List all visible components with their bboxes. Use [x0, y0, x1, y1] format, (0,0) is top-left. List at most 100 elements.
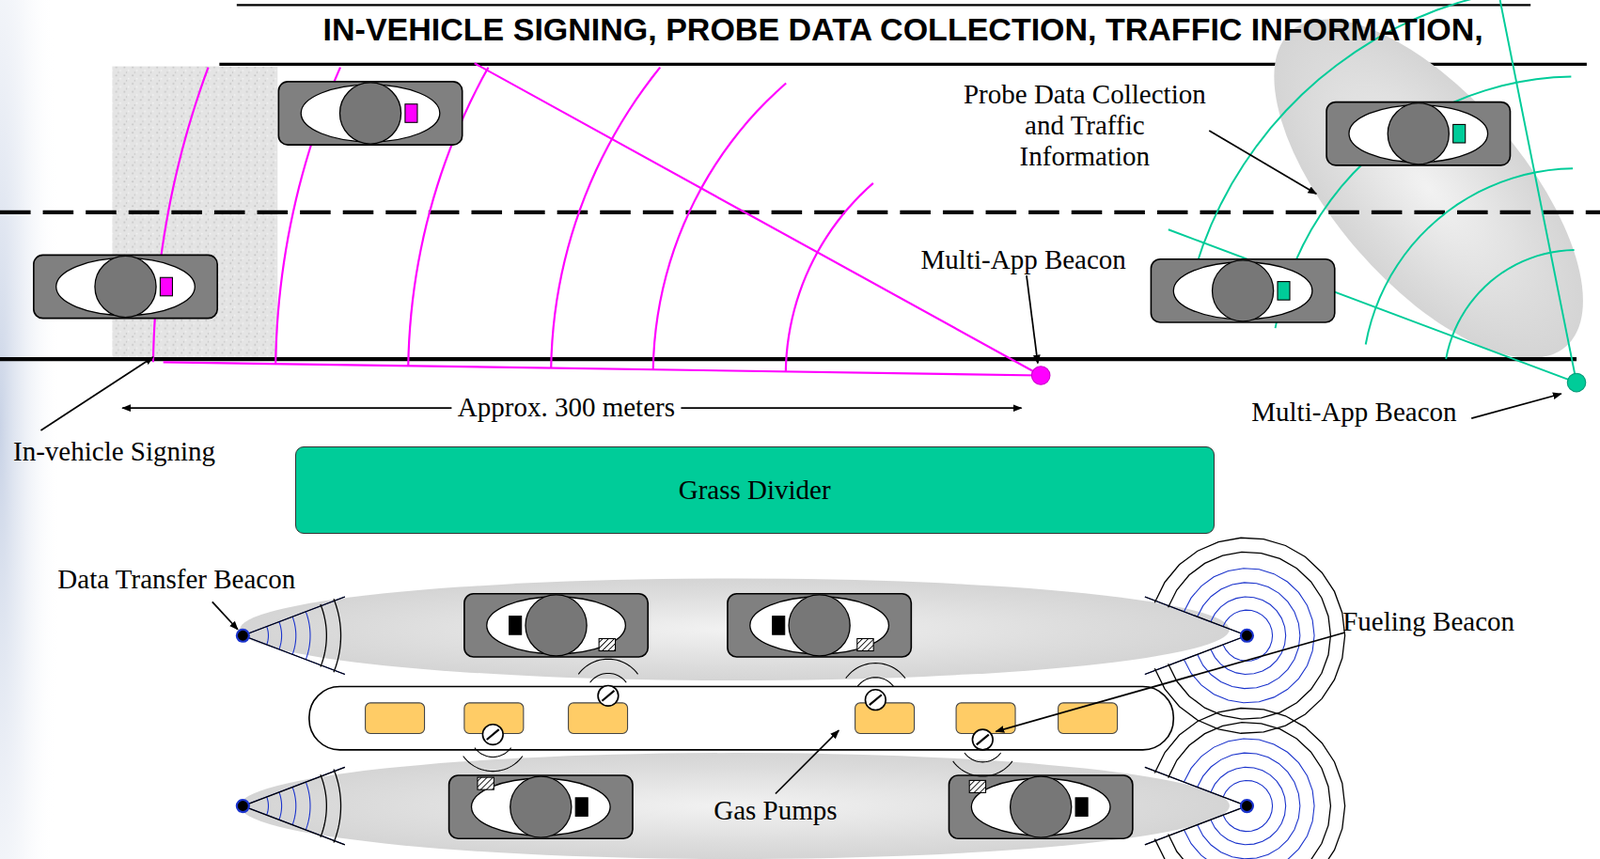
car — [1326, 102, 1510, 166]
beam-wave — [279, 792, 283, 820]
beam-edge — [242, 635, 346, 675]
beam-wave — [292, 616, 297, 655]
beam-wave — [653, 83, 786, 371]
beam-edge — [163, 361, 1041, 376]
fueling-beacon-body — [482, 724, 503, 746]
beam-wave — [785, 183, 874, 372]
fuel-wave — [463, 756, 523, 772]
leader-line — [775, 730, 839, 794]
car-roof — [94, 255, 157, 317]
leader-line — [1208, 130, 1317, 194]
beam-wave — [279, 622, 283, 650]
beacon-beams — [153, 0, 1577, 859]
beam-wave — [320, 604, 327, 668]
beam-edge — [1145, 806, 1248, 846]
beacons — [236, 366, 1586, 813]
fuel-wave — [953, 761, 1013, 777]
beam-wave — [1197, 752, 1301, 859]
car-roof — [1387, 103, 1449, 165]
car-body — [948, 775, 1132, 839]
leader-lines — [40, 130, 1561, 795]
beam-wave — [1210, 596, 1287, 675]
beam-edge — [242, 596, 346, 636]
beam-wave — [1154, 708, 1345, 859]
car-body — [727, 594, 911, 658]
car-body — [278, 81, 462, 145]
fuel-tag — [857, 639, 874, 652]
fueling-beacon-body — [597, 685, 619, 706]
beam-wave — [1154, 537, 1345, 734]
beam-wave — [1183, 738, 1315, 859]
beam-edge — [242, 806, 346, 846]
page-edge-shade — [0, 0, 62, 859]
callout-label: Multi-App Beacon — [1251, 396, 1457, 428]
car — [33, 254, 218, 318]
fuel-lane — [239, 578, 1230, 681]
data-transfer-beacon — [1240, 629, 1254, 643]
fueling-beacon-body — [972, 729, 993, 751]
callout-label: In-vehicle Signing — [13, 436, 216, 468]
fuel-wave — [578, 658, 638, 675]
beam-edge — [242, 596, 346, 636]
beam-wave — [1168, 551, 1332, 720]
callout-label: Data Transfer Beacon — [57, 564, 296, 596]
fuel-wave — [590, 673, 628, 683]
car-body — [449, 775, 633, 839]
leader-line — [40, 357, 153, 431]
transponder — [1075, 798, 1088, 817]
beam-wave — [266, 797, 269, 816]
beam-wave — [333, 598, 342, 673]
beam-wave — [1210, 767, 1287, 845]
beam-wave — [1223, 610, 1273, 661]
data-transfer-beacon — [1240, 800, 1254, 813]
lane-divider — [0, 210, 1600, 215]
callout-label: Gas Pumps — [713, 795, 837, 827]
gas-pump — [855, 703, 915, 735]
beam-wave — [1365, 168, 1573, 345]
data-transfer-beacon — [236, 800, 250, 813]
beam-edge — [242, 806, 346, 846]
car-body — [33, 254, 218, 318]
transponder — [509, 616, 522, 636]
beam-wave — [320, 774, 327, 838]
transponder — [159, 277, 173, 297]
gas-pump — [1058, 703, 1118, 735]
car-body — [464, 594, 648, 658]
car-roof — [525, 595, 587, 657]
beam-edge — [1145, 596, 1248, 636]
fuel-wave — [857, 677, 895, 688]
transponder — [575, 798, 588, 817]
fueling-beacon — [482, 724, 503, 746]
callout-label: Probe Data Collection and Traffic Inform… — [958, 78, 1211, 173]
fueling-beacon — [864, 690, 886, 711]
multi-app-beacon — [1567, 373, 1586, 393]
car — [948, 775, 1132, 839]
callout-label: Multi-App Beacon — [921, 244, 1127, 276]
transponder — [1453, 124, 1466, 143]
beam-edge — [1145, 806, 1248, 846]
fuel-wave — [846, 663, 906, 679]
beam-wave — [1168, 722, 1332, 859]
car-roof — [1212, 260, 1274, 322]
car-roof — [510, 776, 572, 838]
beam-wave — [1445, 250, 1574, 360]
fueling-beacon-mark — [976, 735, 989, 746]
beam-wave — [333, 769, 342, 844]
vehicles — [33, 81, 1511, 839]
beam-edge — [1145, 635, 1248, 675]
diagram-title: IN-VEHICLE SIGNING, PROBE DATA COLLECTIO… — [323, 11, 1484, 48]
fueling-beacon — [597, 685, 619, 706]
leader-line — [995, 632, 1345, 732]
fuel-tag — [598, 639, 615, 652]
fueling-beacon-mark — [486, 729, 500, 740]
car-roof — [339, 82, 401, 144]
data-transfer-beacon — [236, 629, 250, 643]
beam-wave — [305, 611, 311, 660]
car-body — [1326, 102, 1510, 166]
fuel-wave — [964, 752, 1002, 763]
beam-wave — [1223, 780, 1273, 832]
beam-edge — [1145, 767, 1248, 806]
beam-wave — [550, 67, 660, 369]
